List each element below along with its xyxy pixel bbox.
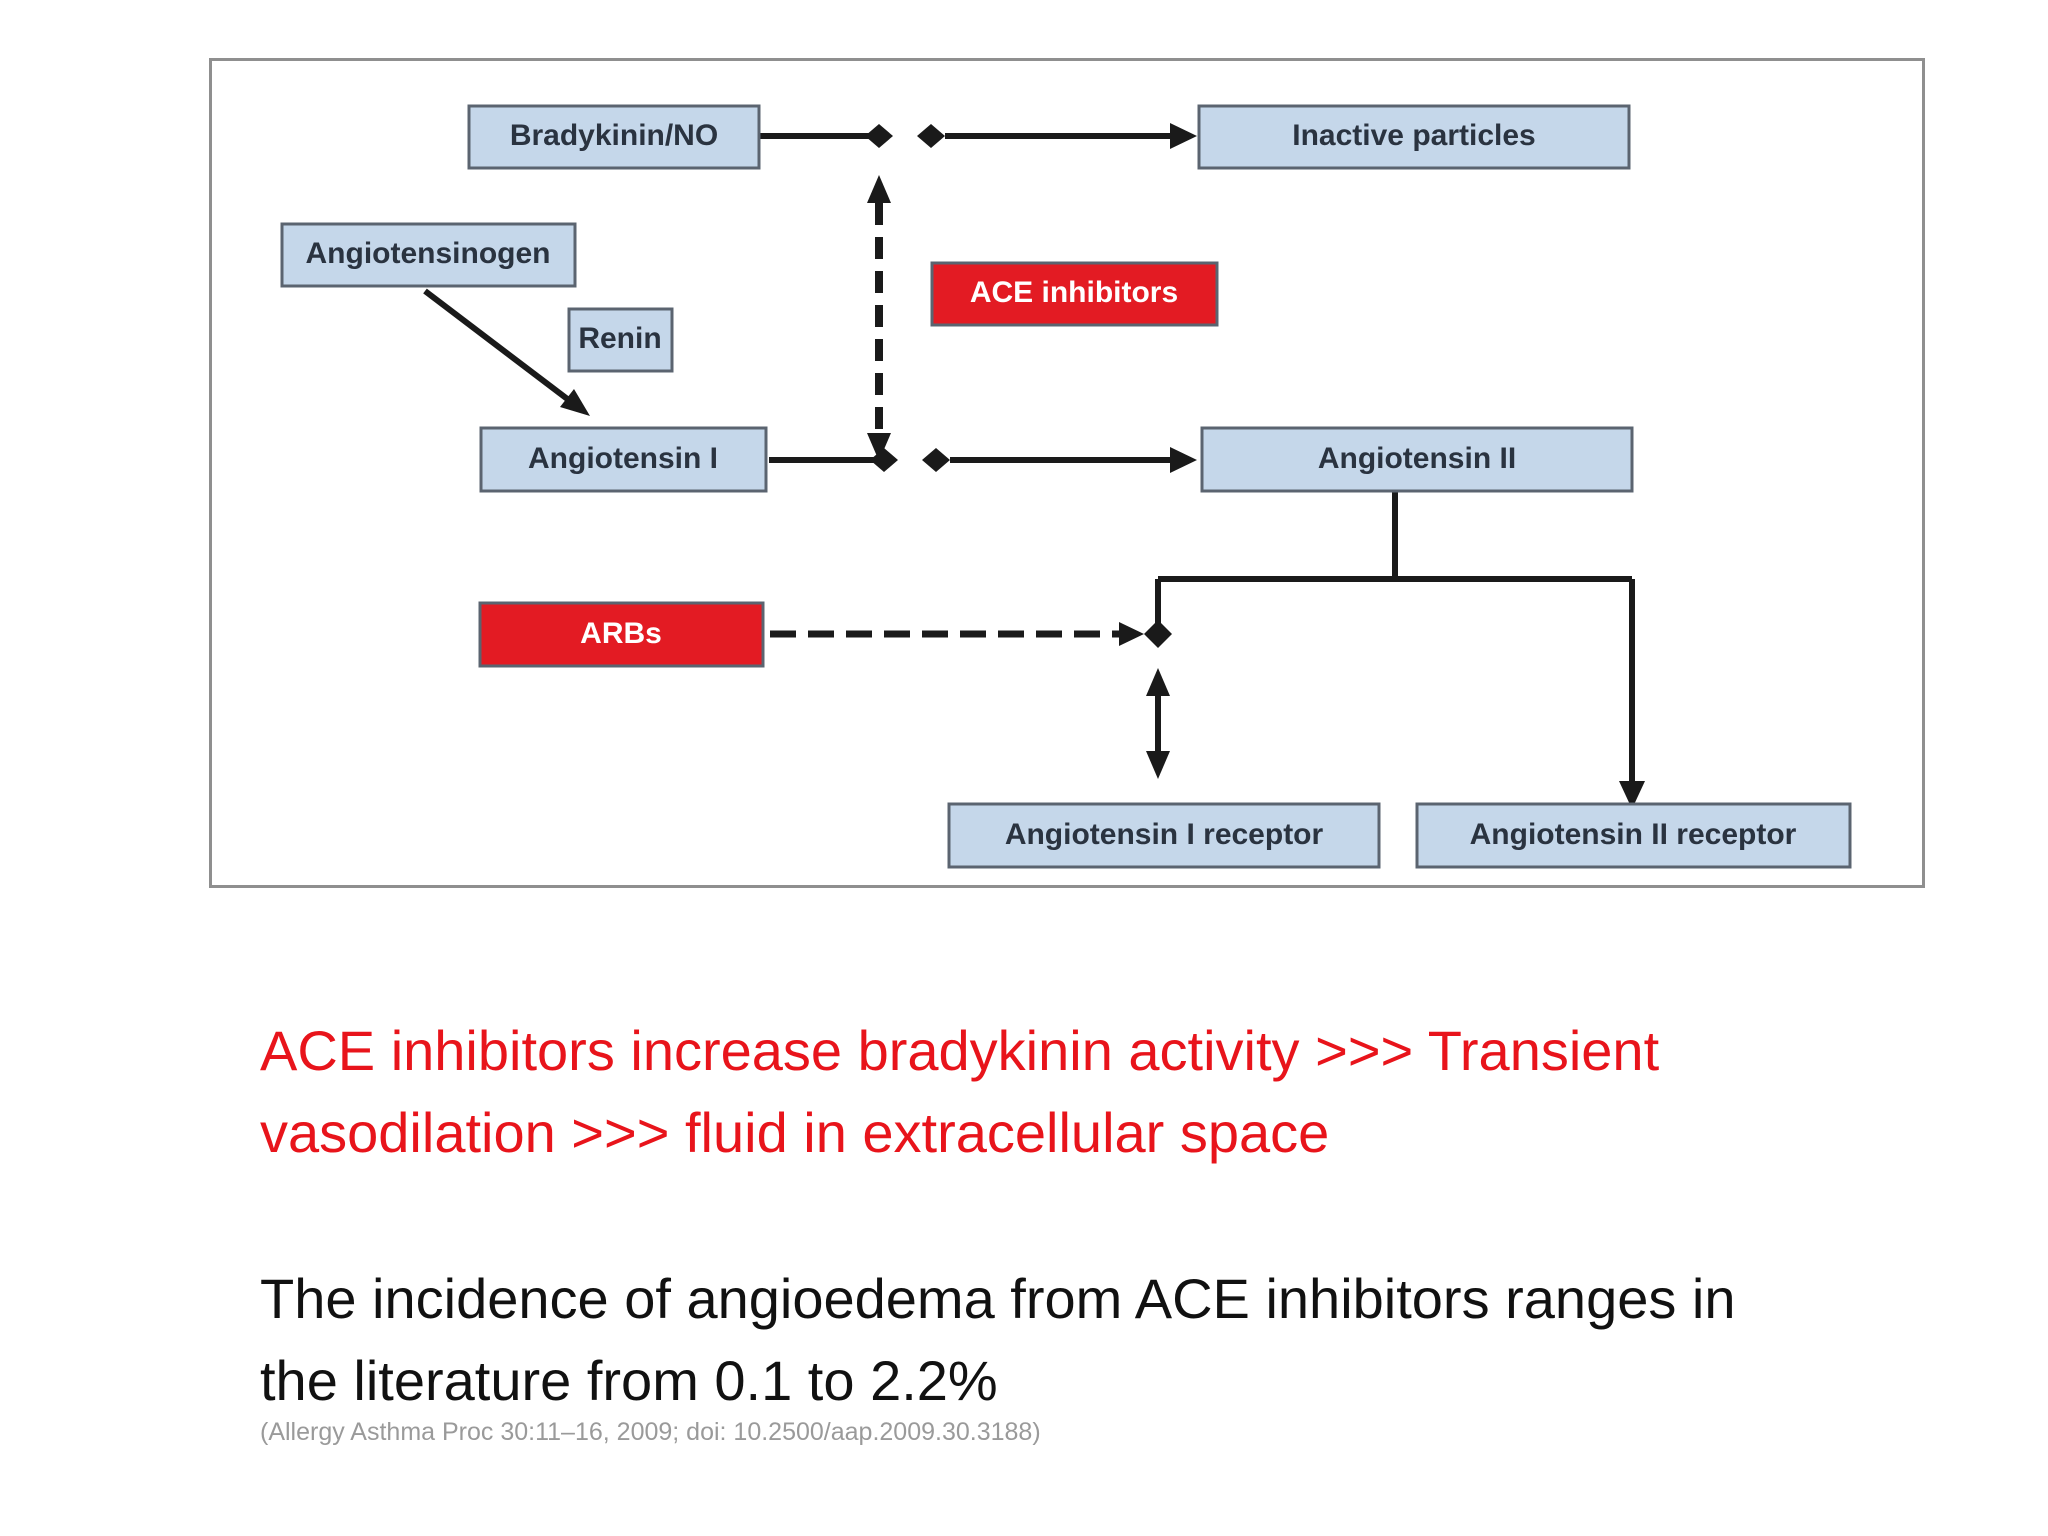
connectors bbox=[423, 123, 1645, 809]
box-angiotensinogen: Angiotensinogen bbox=[280, 222, 577, 288]
bradykinin-diamond-right bbox=[917, 124, 945, 148]
box-angiotensin-1-label: Angiotensin I bbox=[528, 442, 718, 475]
angiotensinogen-to-angiotensin-1-arrow bbox=[423, 288, 572, 404]
angiotensin-1-arrowhead bbox=[1170, 447, 1197, 473]
box-inactive-particles-label: Inactive particles bbox=[1292, 119, 1535, 152]
box-at2-receptor-label: Angiotensin II receptor bbox=[1470, 818, 1797, 851]
black-caption-line-2: the literature from 0.1 to 2.2% bbox=[260, 1349, 998, 1412]
angiotensin-1-diamond-left bbox=[870, 448, 898, 472]
angiotensin-1-diamond-right bbox=[922, 448, 950, 472]
box-ace-inhibitors: ACE inhibitors bbox=[930, 261, 1219, 327]
red-caption: ACE inhibitors increase bradykinin activ… bbox=[260, 1010, 1980, 1174]
box-bradykinin: Bradykinin/NO bbox=[467, 104, 761, 170]
citation: (Allergy Asthma Proc 30:11–16, 2009; doi… bbox=[260, 1418, 1041, 1446]
box-renin-label: Renin bbox=[578, 322, 661, 355]
ace-dashed-arrowhead-down bbox=[867, 433, 891, 461]
box-angiotensin-2: Angiotensin II bbox=[1200, 426, 1634, 493]
box-ace-inhibitors-label: ACE inhibitors bbox=[970, 276, 1178, 309]
at1-junction-diamond bbox=[1144, 620, 1172, 648]
box-at1-receptor: Angiotensin I receptor bbox=[947, 802, 1381, 869]
angiotensinogen-arrowhead bbox=[560, 389, 590, 416]
at2-receptor-arrowhead bbox=[1619, 781, 1645, 809]
red-caption-line-1: ACE inhibitors increase bradykinin activ… bbox=[260, 1019, 1660, 1082]
box-renin: Renin bbox=[567, 307, 674, 373]
black-caption: The incidence of angioedema from ACE inh… bbox=[260, 1258, 1980, 1422]
box-angiotensin-2-label: Angiotensin II bbox=[1318, 442, 1516, 475]
box-at2-receptor: Angiotensin II receptor bbox=[1415, 802, 1852, 869]
bradykinin-arrowhead bbox=[1170, 123, 1197, 149]
pathway-diagram: Bradykinin/NO Inactive particles Angiote… bbox=[280, 104, 1852, 869]
black-caption-line-1: The incidence of angioedema from ACE inh… bbox=[260, 1267, 1736, 1330]
box-angiotensin-1: Angiotensin I bbox=[479, 426, 768, 493]
at1-arrowhead-up bbox=[1146, 668, 1170, 696]
diagram-frame: Bradykinin/NO Inactive particles Angiote… bbox=[209, 58, 1925, 888]
box-arbs: ARBs bbox=[478, 601, 765, 668]
red-caption-line-2: vasodilation >>> fluid in extracellular … bbox=[260, 1101, 1330, 1164]
arbs-arrowhead bbox=[1119, 622, 1144, 646]
box-bradykinin-label: Bradykinin/NO bbox=[510, 119, 718, 152]
box-inactive-particles: Inactive particles bbox=[1197, 104, 1631, 170]
box-arbs-label: ARBs bbox=[580, 617, 662, 650]
box-angiotensinogen-label: Angiotensinogen bbox=[306, 237, 551, 270]
bradykinin-diamond-left bbox=[865, 124, 893, 148]
at1-arrowhead-down bbox=[1146, 751, 1170, 779]
ace-dashed-arrowhead-up bbox=[867, 175, 891, 203]
box-at1-receptor-label: Angiotensin I receptor bbox=[1005, 818, 1324, 851]
